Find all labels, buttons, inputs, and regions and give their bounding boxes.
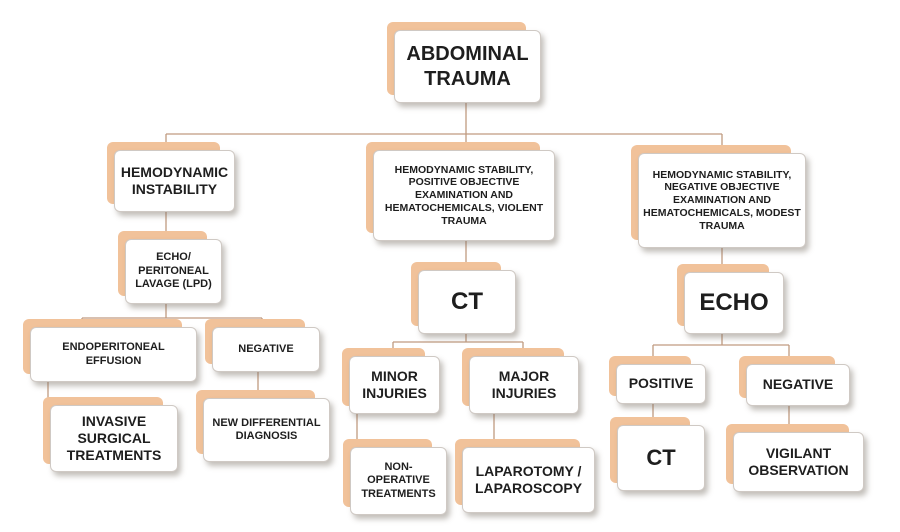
node-endoperitoneal-effusion: ENDOPERITONEAL EFFUSION [23,319,197,382]
node-negative-left: NEGATIVE [205,319,320,372]
node-non-operative-treatments: NON-OPERATIVE TREATMENTS [343,439,447,515]
endoperitoneal-effusion-label: ENDOPERITONEAL EFFUSION [62,341,165,367]
node-hemodynamic-instability: HEMODYNAMIC INSTABILITY [107,142,235,212]
minor-injuries-label: MINOR INJURIES [362,367,427,401]
node-negative-right: NEGATIVE [739,356,850,406]
new-differential-label: NEW DIFFERENTIAL DIAGNOSIS [212,416,321,442]
ct-right-label: CT [646,444,676,470]
node-positive: POSITIVE [609,356,706,404]
negative-left-label: NEGATIVE [238,342,294,355]
node-echo-lavage: ECHO/ PERITONEAL LAVAGE (LPD) [118,231,222,304]
node-laparotomy-laparoscopy: LAPAROTOMY / LAPAROSCOPY [455,439,595,513]
vigilant-observation-label: VIGILANT OBSERVATION [748,444,849,478]
node-invasive-surgical-treatments: INVASIVE SURGICAL TREATMENTS [43,397,178,472]
node-violent-trauma: HEMODYNAMIC STABILITY, POSITIVE OBJECTIV… [366,142,555,241]
invasive-surgical-label: INVASIVE SURGICAL TREATMENTS [66,412,162,464]
ct-middle-label: CT [451,288,483,316]
node-minor-injuries: MINOR INJURIES [342,348,440,414]
node-major-injuries: MAJOR INJURIES [462,348,579,414]
node-ct-middle: CT [411,262,516,334]
node-modest-trauma: HEMODYNAMIC STABILITY, NEGATIVE OBJECTIV… [631,145,806,248]
hemodynamic-instability-label: HEMODYNAMIC INSTABILITY [120,163,229,197]
node-vigilant-observation: VIGILANT OBSERVATION [726,424,864,492]
echo-lavage-label: ECHO/ PERITONEAL LAVAGE (LPD) [135,251,212,291]
node-ct-right: CT [610,417,705,491]
modest-trauma-label: HEMODYNAMIC STABILITY, NEGATIVE OBJECTIV… [643,168,801,232]
major-injuries-label: MAJOR INJURIES [491,367,557,401]
positive-label: POSITIVE [628,375,694,392]
laparotomy-label: LAPAROTOMY / LAPAROSCOPY [474,462,583,496]
negative-right-label: NEGATIVE [762,376,834,393]
non-operative-label: NON-OPERATIVE TREATMENTS [361,460,436,500]
node-root: ABDOMINAL TRAUMA [387,22,541,103]
root-label: ABDOMINAL TRAUMA [406,43,529,90]
node-new-differential-diagnosis: NEW DIFFERENTIAL DIAGNOSIS [196,390,330,462]
node-echo-right: ECHO [677,264,784,334]
echo-right-label: ECHO [699,289,769,317]
violent-trauma-label: HEMODYNAMIC STABILITY, POSITIVE OBJECTIV… [384,163,544,227]
